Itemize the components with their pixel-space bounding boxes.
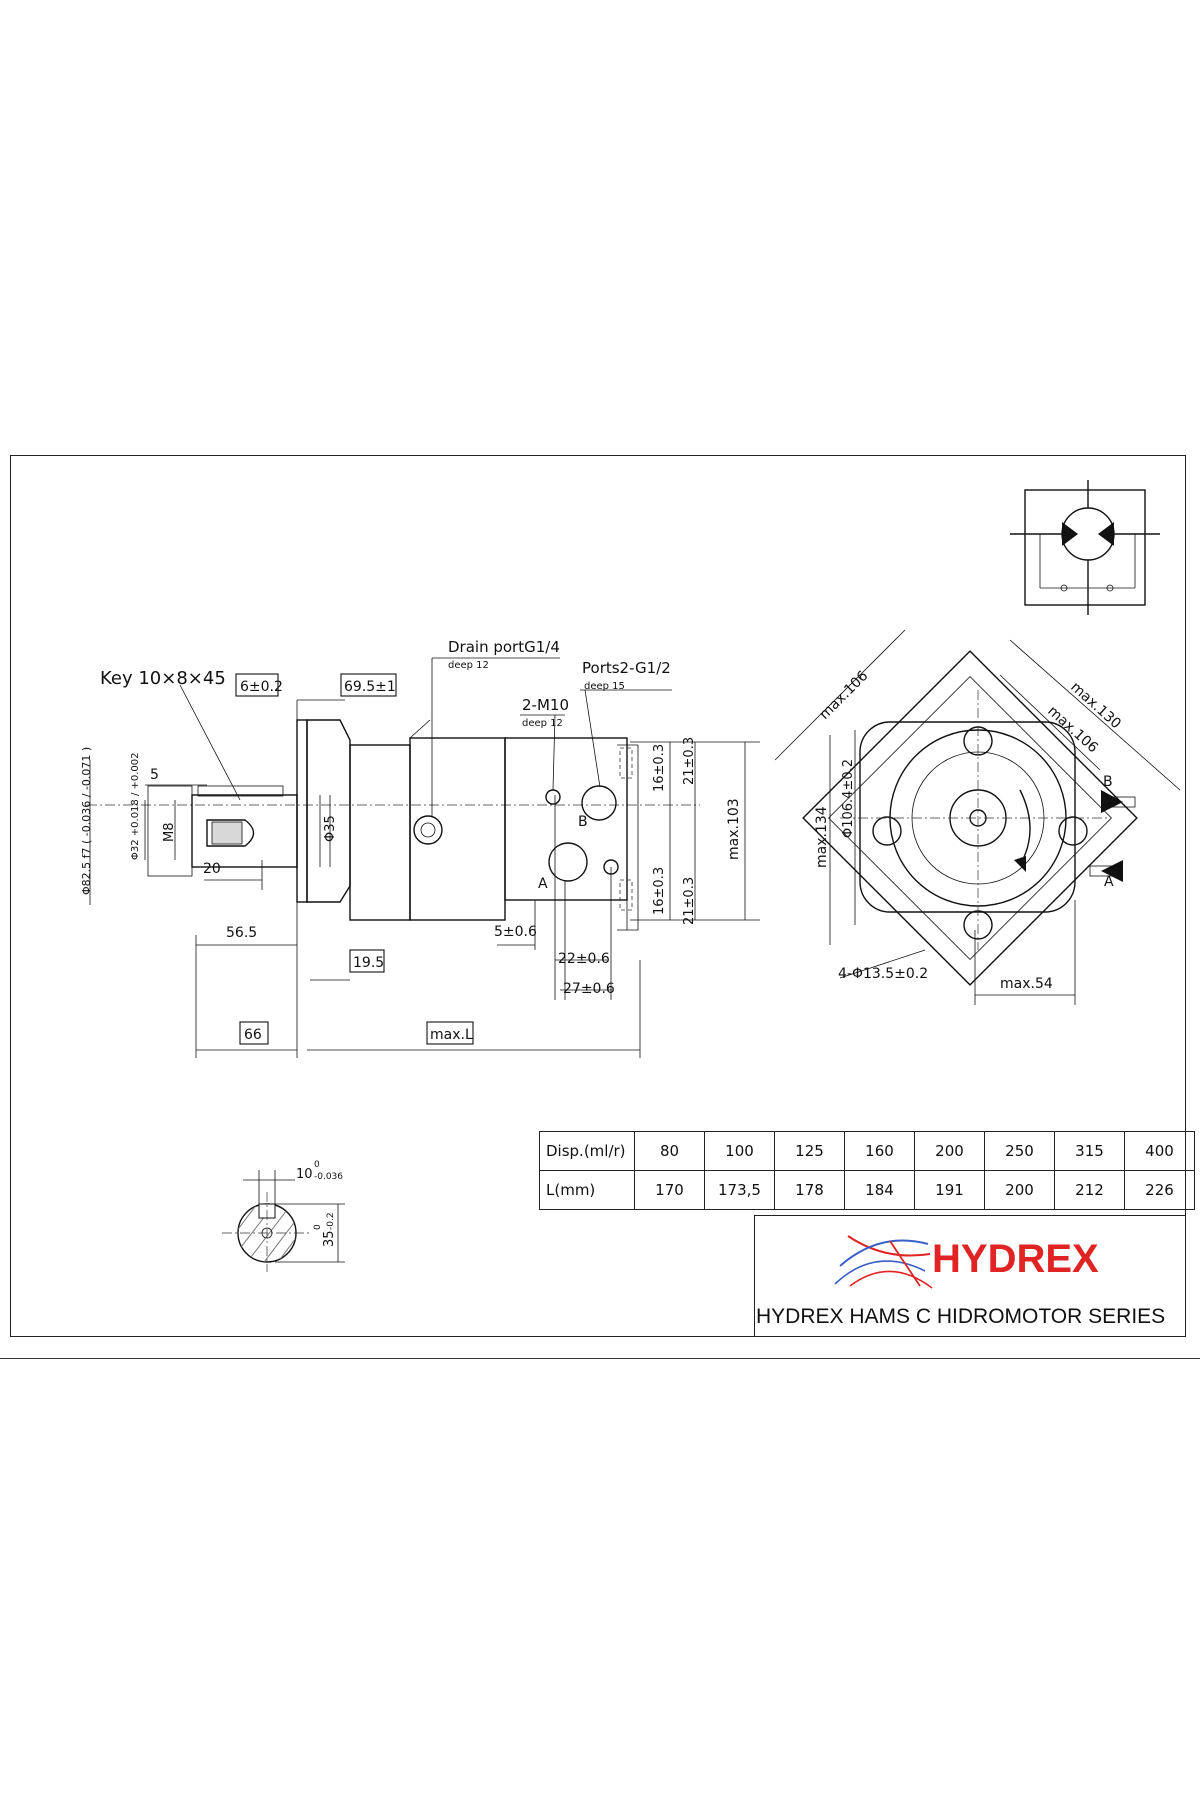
table-cell: 160 (844, 1131, 915, 1171)
dim-19-5: 19.5 (353, 955, 384, 971)
section-height-tol-top: 0 (313, 1224, 323, 1230)
dim-16-bottom: 16±0.3 (652, 867, 667, 915)
table-cell: 315 (1054, 1131, 1125, 1171)
drain-port-depth: deep 12 (448, 660, 489, 671)
section-width: 10 (296, 1167, 313, 1182)
dim-max-134: max.134 (814, 806, 830, 868)
key-label: Key 10×8×45 (100, 668, 226, 689)
dim-69-5: 69.5±1 (344, 679, 396, 695)
table-cell: 250 (984, 1131, 1055, 1171)
table-cell: 80 (634, 1131, 705, 1171)
dim-max-103: max.103 (726, 798, 742, 860)
m10-depth: deep 12 (522, 718, 563, 729)
dim-6: 6±0.2 (240, 679, 283, 695)
drawing-sheet (10, 455, 1186, 1337)
front-port-a: A (1104, 874, 1114, 890)
table-cell: 178 (774, 1170, 845, 1210)
section-height: 35 (322, 1230, 337, 1247)
hydrex-logo: HYDREX (830, 1226, 1100, 1298)
ports-label: Ports2-G1/2 (582, 659, 671, 677)
dim-max-106-a: max.106 (817, 668, 872, 723)
section-width-tol-top: 0 (314, 1160, 320, 1170)
front-port-b: B (1103, 774, 1113, 790)
dim-21-top: 21±0.3 (682, 737, 697, 785)
dim-5-06: 5±0.6 (494, 924, 537, 940)
dim-22: 22±0.6 (558, 951, 610, 967)
section-width-tol: -0.036 (314, 1172, 343, 1182)
dim-phi-82-5: Φ82.5 f7 ( -0.036 / -0.071 ) (80, 747, 93, 895)
dim-phi-35: Φ35 (323, 815, 338, 842)
table-cell: 200 (914, 1131, 985, 1171)
dim-5: 5 (150, 767, 159, 783)
dim-holes: 4-Φ13.5±0.2 (838, 966, 928, 982)
dim-20: 20 (203, 861, 221, 877)
dim-56-5: 56.5 (226, 925, 257, 941)
dim-phi-106-4: Φ106.4±0.2 (841, 759, 856, 838)
dim-max-54: max.54 (1000, 976, 1053, 992)
title-block-divider (754, 1215, 755, 1337)
dim-27: 27±0.6 (563, 981, 615, 997)
series-title: HYDREX HAMS C HIDROMOTOR SERIES (756, 1305, 1166, 1328)
port-a-label: A (538, 876, 548, 892)
ports-depth: deep 15 (584, 681, 625, 692)
side-view-labels: Key 10×8×45 6±0.2 69.5±1 5 20 56.5 19.5 … (80, 638, 742, 1045)
table-cell: 200 (984, 1170, 1055, 1210)
dim-m8: M8 (162, 823, 177, 843)
title-block-divider (754, 1215, 1186, 1216)
table-cell: 125 (774, 1131, 845, 1171)
motor-front-view (774, 629, 1181, 1005)
displacement-table: Disp.(ml/r) 80 100 125 160 200 250 315 4… (539, 1131, 1195, 1210)
table-cell: 170 (634, 1170, 705, 1210)
m10-label: 2-M10 (522, 696, 569, 714)
table-row: Disp.(ml/r) 80 100 125 160 200 250 315 4… (539, 1131, 1195, 1171)
table-cell: 184 (844, 1170, 915, 1210)
dim-66: 66 (244, 1027, 262, 1043)
table-cell: 173,5 (704, 1170, 775, 1210)
dim-21-bottom: 21±0.3 (682, 877, 697, 925)
dim-phi-32: Φ32 +0.018 / +0.002 (130, 752, 141, 860)
table-cell: 226 (1124, 1170, 1195, 1210)
logo-swoosh-icon (834, 1235, 933, 1289)
table-row-label: Disp.(ml/r) (539, 1131, 635, 1171)
section-height-tol: -0.2 (326, 1212, 336, 1230)
dim-max-l: max.L (430, 1027, 473, 1043)
hydraulic-symbol (1010, 480, 1160, 615)
shaft-section: 10 0 -0.036 35 -0.2 0 (222, 1160, 345, 1272)
table-row-label: L(mm) (539, 1170, 635, 1210)
page-divider (0, 1358, 1200, 1359)
table-cell: 100 (704, 1131, 775, 1171)
motor-side-view (87, 719, 700, 931)
side-dimension-lines (89, 657, 760, 1058)
logo-wordmark: HYDREX (932, 1237, 1099, 1281)
table-cell: 400 (1124, 1131, 1195, 1171)
table-cell: 191 (914, 1170, 985, 1210)
table-cell: 212 (1054, 1170, 1125, 1210)
drain-port-label: Drain portG1/4 (448, 638, 560, 656)
port-b-label: B (578, 814, 588, 830)
dim-16-top: 16±0.3 (652, 744, 667, 792)
table-row: L(mm) 170 173,5 178 184 191 200 212 226 (539, 1170, 1195, 1210)
